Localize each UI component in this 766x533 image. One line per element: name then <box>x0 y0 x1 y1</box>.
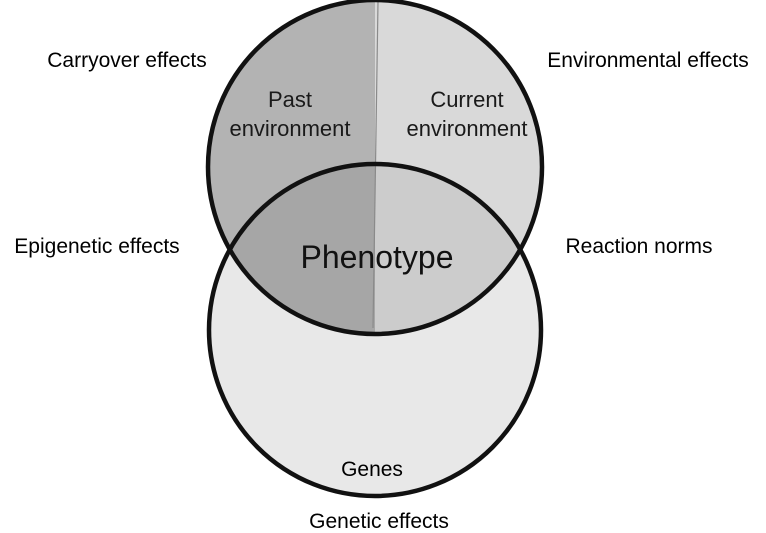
past-environment-label-line1: Past <box>268 87 312 112</box>
current-environment-label-line1: Current <box>430 87 503 112</box>
phenotype-label: Phenotype <box>300 239 453 275</box>
genetic-effects-label: Genetic effects <box>309 510 449 533</box>
environmental-effects-label: Environmental effects <box>547 49 749 72</box>
carryover-effects-label: Carryover effects <box>47 49 207 72</box>
reaction-norms-label: Reaction norms <box>565 235 712 258</box>
current-environment-label-line2: environment <box>406 116 527 141</box>
environment-circle-outline <box>205 0 545 337</box>
genes-circle-outline <box>206 161 544 499</box>
epigenetic-effects-label: Epigenetic effects <box>14 235 179 258</box>
past-environment-label-line2: environment <box>229 116 350 141</box>
genes-label: Genes <box>341 458 403 481</box>
